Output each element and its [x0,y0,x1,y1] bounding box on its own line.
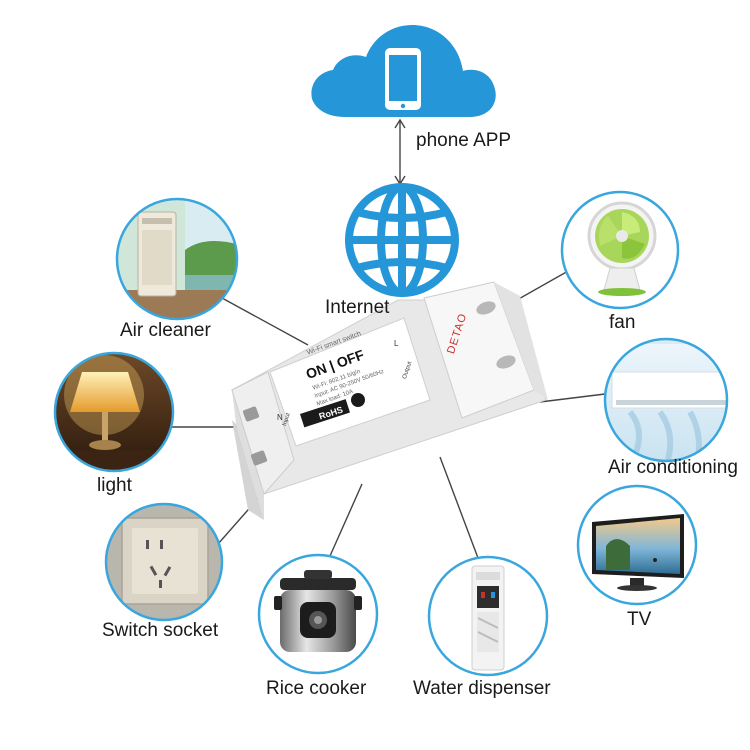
cloud-icon [311,25,496,117]
label-air-cleaner: Air cleaner [120,320,211,341]
globe-icon [345,183,459,297]
label-tv: TV [627,609,652,630]
label-phone-app: phone APP [416,130,512,151]
label-fan: fan [609,312,636,333]
water-dispenser-image [427,555,549,677]
label-air-conditioning: Air conditioning [608,457,738,478]
pairing-button[interactable] [351,393,365,407]
label-rice-cooker: Rice cooker [266,678,367,699]
air-cleaner-image [115,197,239,321]
label-internet: Internet [325,297,390,318]
lamp-image [53,351,175,473]
air-conditioner-image [603,337,729,463]
smart-switch-device [231,281,548,520]
fan-image [560,190,680,310]
label-switch-socket: Switch socket [102,620,219,641]
label-water-dispenser: Water dispenser [413,678,551,699]
smartphone-icon [385,48,421,110]
rice-cooker-image [257,553,379,675]
tv-image [576,484,698,606]
socket-image [104,502,224,622]
label-light: light [97,475,132,496]
terminal-l-label: L [394,339,399,348]
terminal-n-label: N [277,413,283,422]
